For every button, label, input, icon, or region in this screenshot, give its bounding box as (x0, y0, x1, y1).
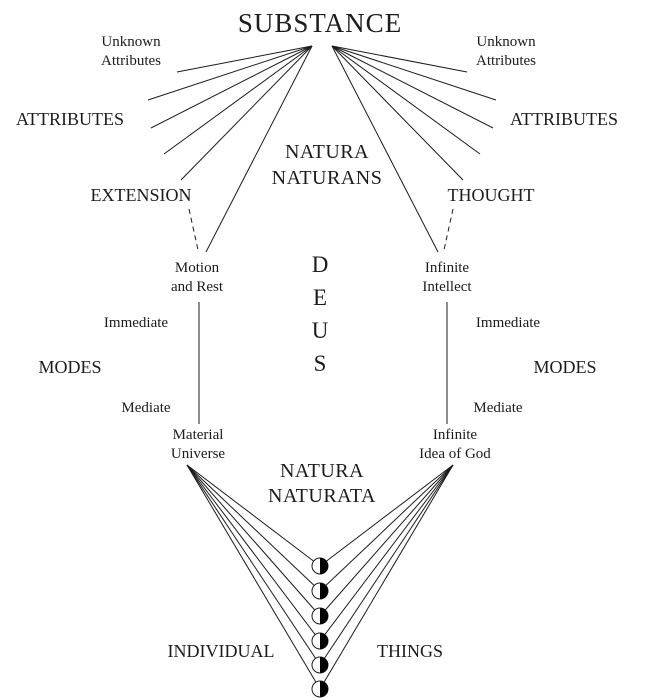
fan-line-bottom-right-3 (319, 464, 454, 617)
fan-line-bottom-right-6 (319, 464, 454, 690)
label-infinite-idea-of-god-line1: Infinite (433, 427, 477, 443)
fan-line-top-left-6 (205, 45, 313, 253)
fan-line-bottom-right-5 (319, 464, 454, 666)
fan-line-bottom-right-1 (319, 464, 454, 567)
dashed-line-extension-motion (188, 208, 199, 251)
fan-line-top-left-3 (150, 45, 313, 129)
label-unknown-attributes-left-line2: Attributes (101, 53, 161, 69)
fan-line-bottom-left-6 (186, 464, 321, 690)
individual-thing-node (311, 680, 329, 698)
label-individual: INDIVIDUAL (168, 641, 275, 661)
label-substance: SUBSTANCE (238, 8, 402, 38)
dashed-line-thought-intellect (443, 208, 454, 251)
fan-line-top-right-5 (331, 45, 464, 181)
fan-line-bottom-right-4 (319, 464, 454, 642)
fan-line-bottom-left-4 (186, 464, 321, 642)
individual-thing-node (311, 656, 329, 674)
label-deus-letter-s: S (314, 351, 327, 376)
label-mediate-left: Mediate (121, 400, 170, 416)
fan-line-bottom-left-1 (186, 464, 321, 567)
label-extension: EXTENSION (91, 185, 192, 205)
individual-thing-node (311, 632, 329, 650)
fan-line-top-right-1 (331, 45, 468, 73)
label-natura-naturata-line1: NATURA (280, 460, 364, 482)
fan-line-top-right-6 (331, 45, 439, 253)
label-attributes-left: ATTRIBUTES (16, 109, 124, 129)
individual-thing-node (311, 582, 329, 600)
individual-thing-node (311, 607, 329, 625)
fan-line-top-right-4 (331, 45, 481, 155)
label-deus-letter-e: E (313, 285, 327, 310)
label-material-universe-line2: Universe (171, 446, 225, 462)
label-material-universe-line1: Material (173, 427, 224, 443)
fan-line-bottom-right-2 (319, 464, 454, 592)
fan-line-top-left-2 (147, 45, 313, 101)
fan-line-top-left-1 (176, 45, 313, 73)
label-modes-left: MODES (38, 357, 101, 377)
label-immediate-right: Immediate (476, 315, 540, 331)
label-natura-naturans-line1: NATURA (285, 141, 369, 163)
fan-line-top-right-2 (331, 45, 497, 101)
label-modes-right: MODES (533, 357, 596, 377)
label-natura-naturans-line2: NATURANS (272, 167, 383, 189)
label-things: THINGS (377, 641, 443, 661)
label-attributes-right: ATTRIBUTES (510, 109, 618, 129)
fan-line-top-left-4 (163, 45, 313, 155)
label-thought: THOUGHT (448, 185, 535, 205)
label-deus-letter-u: U (312, 318, 329, 343)
label-natura-naturata-line2: NATURATA (268, 485, 376, 507)
fan-line-bottom-left-5 (186, 464, 321, 666)
label-mediate-right: Mediate (473, 400, 522, 416)
label-unknown-attributes-right-line1: Unknown (476, 34, 536, 50)
fan-line-top-left-5 (180, 45, 313, 181)
label-immediate-left: Immediate (104, 315, 168, 331)
individual-thing-node (311, 557, 329, 575)
label-motion-and-rest-line2: and Rest (171, 279, 224, 295)
label-unknown-attributes-left-line1: Unknown (101, 34, 161, 50)
label-unknown-attributes-right-line2: Attributes (476, 53, 536, 69)
label-motion-and-rest-line1: Motion (175, 260, 220, 276)
label-infinite-idea-of-god-line2: Idea of God (419, 446, 491, 462)
label-infinite-intellect-line2: Intellect (422, 279, 472, 295)
label-infinite-intellect-line1: Infinite (425, 260, 469, 276)
label-deus-letter-d: D (312, 252, 329, 277)
fan-line-bottom-left-3 (186, 464, 321, 617)
fan-line-bottom-left-2 (186, 464, 321, 592)
fan-line-top-right-3 (331, 45, 494, 129)
